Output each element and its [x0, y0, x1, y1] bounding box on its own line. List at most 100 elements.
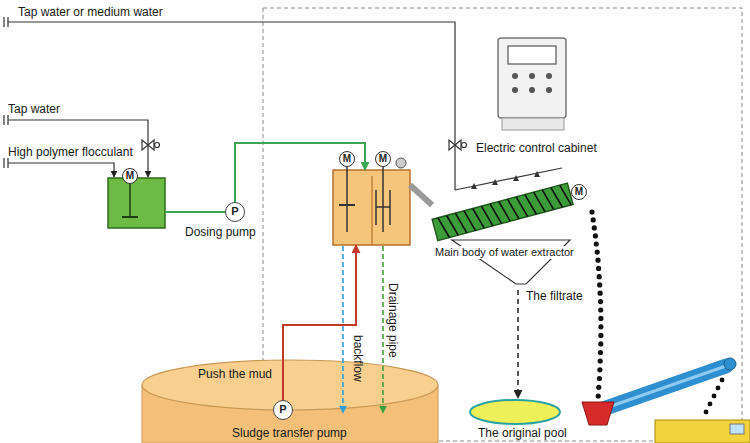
svg-line [3, 17, 4, 27]
svg-rect [432, 183, 573, 240]
svg-circle [529, 73, 535, 79]
pipe-label: Drainage pipe [386, 283, 400, 358]
sludge-dot [595, 258, 600, 263]
svg-path [455, 140, 461, 150]
sludge-dot [592, 225, 597, 230]
control-cabinet: Electric control cabinet [498, 38, 566, 130]
svg-line [3, 115, 4, 125]
screw-flight [551, 186, 562, 209]
screw-extractor [432, 183, 573, 240]
sludge-dot [598, 316, 603, 321]
connector [165, 211, 225, 213]
svg-line [371, 176, 372, 245]
pump-symbol: P [273, 400, 293, 420]
svg-ellipse [470, 400, 560, 424]
svg-path [471, 183, 477, 189]
sludge-dot [594, 241, 599, 246]
svg-rect [730, 424, 744, 434]
svg-circle [155, 143, 160, 148]
sludge-dot [598, 299, 603, 304]
svg-circle [512, 87, 518, 93]
sludge-dot [593, 233, 598, 238]
svg-circle [546, 73, 552, 79]
sludge-dot [704, 410, 709, 415]
screw-conveyor [582, 358, 736, 425]
screw-flight [534, 191, 545, 214]
pipe-label: Tap water [8, 103, 60, 116]
svg-circle [512, 73, 518, 79]
valve [142, 140, 160, 150]
sludge-dot [596, 266, 601, 271]
motor-symbol: M [122, 168, 138, 184]
sludge-pool [142, 360, 438, 443]
flocculant-tank [108, 178, 165, 228]
pump-label: Sludge transfer pump [232, 427, 347, 440]
flocculant-line [4, 158, 114, 177]
svg-line [339, 204, 355, 206]
svg-rect [333, 170, 410, 245]
connector [235, 143, 365, 202]
connector [283, 245, 356, 400]
sludge-dot [716, 386, 721, 391]
svg-line [376, 206, 390, 208]
valve [449, 140, 467, 150]
pipe-label: backflow [351, 335, 365, 382]
mixing-tank: MM [333, 170, 410, 245]
connector [517, 290, 519, 398]
screw-flight [447, 214, 458, 237]
original-pool [470, 400, 560, 424]
screw-flight [455, 212, 466, 235]
sludge-dot [708, 402, 713, 407]
svg-circle [529, 87, 535, 93]
screw-flight [516, 195, 527, 218]
sludge-transfer-pump: PSludge transfer pump [273, 400, 293, 420]
sludge-dot [598, 333, 603, 338]
screw-flight [490, 202, 501, 225]
sludge-dot [598, 359, 603, 364]
sludge-dot [598, 350, 603, 355]
mixing-tank [333, 158, 410, 245]
sludge-dot [598, 307, 603, 312]
svg-circle [462, 143, 467, 148]
screw-flight [499, 200, 510, 223]
sludge-dot [712, 394, 717, 399]
sludge-dot [597, 274, 602, 279]
dosing-pump: PDosing pump [225, 202, 245, 222]
svg-rect [655, 420, 750, 443]
svg-polyline [8, 22, 455, 190]
sludge-dot [591, 217, 596, 222]
sludge-dot [598, 341, 603, 346]
water-supply-line [4, 17, 562, 190]
connector-label: Push the mud [198, 368, 272, 381]
sludge-dot [597, 282, 602, 287]
sludge-dot [589, 209, 594, 214]
screw-flight [507, 198, 518, 221]
svg-line [600, 366, 726, 410]
truck [655, 420, 750, 443]
motor-symbol: M [571, 184, 587, 200]
svg-polygon [582, 402, 614, 425]
motor-symbol: M [339, 151, 355, 167]
spray-nozzles [471, 171, 540, 189]
sludge-dot [597, 367, 602, 372]
svg-rect [498, 38, 566, 118]
flocculant-tank: M [108, 178, 165, 228]
svg-circle [724, 358, 736, 370]
sludge-cake-drop [589, 209, 724, 414]
sludge-dot [598, 291, 603, 296]
svg-path [148, 140, 154, 150]
sludge-dot [596, 385, 601, 390]
pump-symbol: P [225, 202, 245, 222]
water-extractor: MMain body of water extractor [432, 180, 598, 290]
cabinet-label: Electric control cabinet [476, 142, 597, 155]
svg-rect [508, 46, 556, 64]
pipe-label: High polymer flocculant [8, 146, 133, 159]
control-cabinet [498, 38, 566, 130]
connector-label: The filtrate [526, 290, 583, 303]
pipe-label: Tap water or medium water [18, 6, 163, 19]
svg-rect [502, 118, 564, 130]
svg-line [129, 184, 131, 218]
sludge-dot [598, 324, 603, 329]
pool-label: The original pool [478, 427, 567, 440]
svg-path [534, 171, 540, 177]
